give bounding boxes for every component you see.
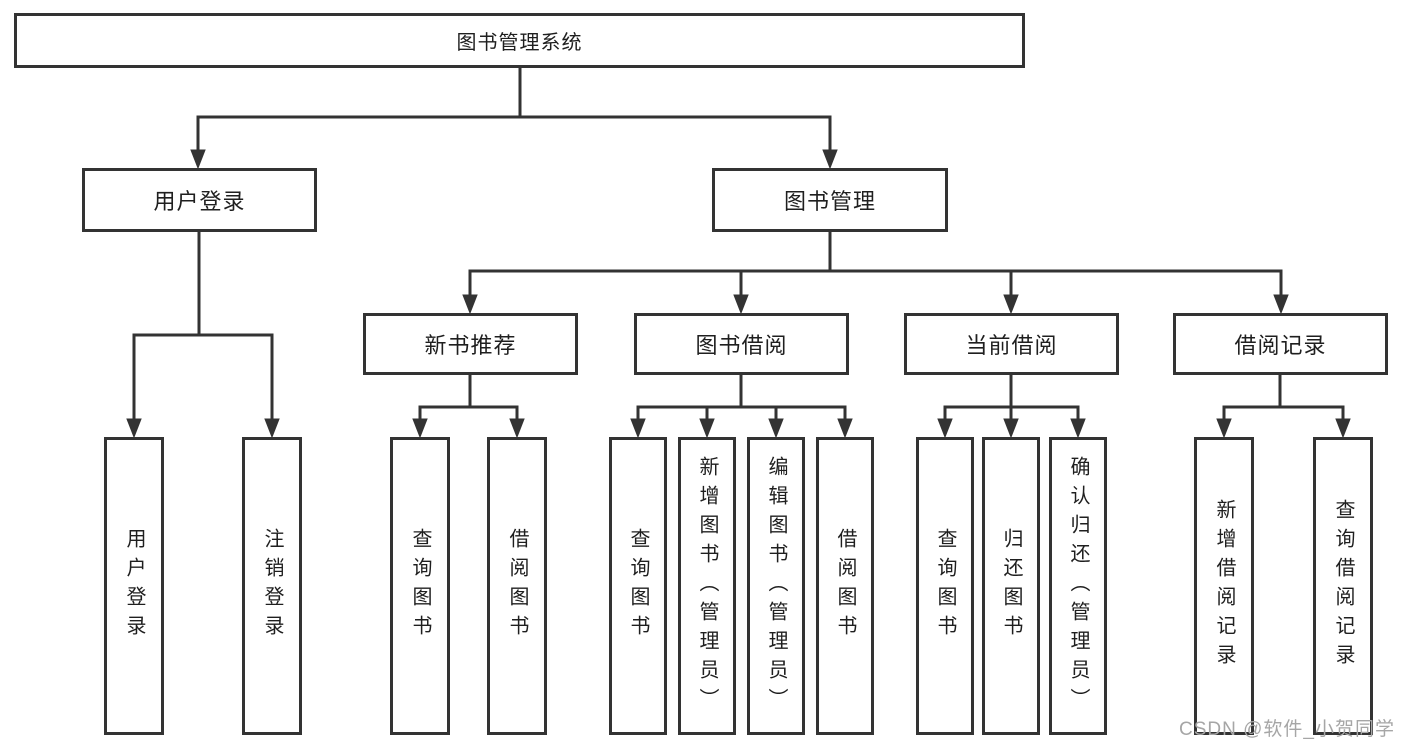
leaf-newbook-query-book: 查询图书 xyxy=(390,437,450,735)
arrowheads xyxy=(126,149,1351,439)
leaf-label: 查询借阅记录 xyxy=(1332,499,1354,673)
csdn-watermark: CSDN @软件_小贺同学 xyxy=(1179,719,1395,740)
leaf-label: 新增图书（管理员） xyxy=(696,455,718,717)
leaf-borrow-query-book: 查询图书 xyxy=(609,437,667,735)
leaf-return-book: 归还图书 xyxy=(982,437,1040,735)
node-new-book-recommend: 新书推荐 xyxy=(363,313,578,375)
leaf-label: 借阅图书 xyxy=(834,528,856,644)
leaf-logout: 注销登录 xyxy=(242,437,302,735)
leaf-current-query-book: 查询图书 xyxy=(916,437,974,735)
leaf-label: 查询图书 xyxy=(627,528,649,644)
leaf-label: 查询图书 xyxy=(934,528,956,644)
leaf-label: 注销登录 xyxy=(261,528,283,644)
node-user-login: 用户登录 xyxy=(82,168,317,232)
leaf-confirm-return-admin: 确认归还（管理员） xyxy=(1049,437,1107,735)
leaf-label: 编辑图书（管理员） xyxy=(765,455,787,717)
leaf-label: 用户登录 xyxy=(123,528,145,644)
leaf-label: 归还图书 xyxy=(1000,528,1022,644)
leaf-label: 确认归还（管理员） xyxy=(1067,455,1089,717)
leaf-add-borrow-record: 新增借阅记录 xyxy=(1194,437,1254,735)
node-current-borrow: 当前借阅 xyxy=(904,313,1119,375)
leaf-user-login: 用户登录 xyxy=(104,437,164,735)
node-book-borrow: 图书借阅 xyxy=(634,313,849,375)
leaf-label: 查询图书 xyxy=(409,528,431,644)
leaf-newbook-borrow-book: 借阅图书 xyxy=(487,437,547,735)
leaf-query-borrow-record: 查询借阅记录 xyxy=(1313,437,1373,735)
leaf-label: 借阅图书 xyxy=(506,528,528,644)
leaf-add-book-admin: 新增图书（管理员） xyxy=(678,437,736,735)
leaf-edit-book-admin: 编辑图书（管理员） xyxy=(747,437,805,735)
leaf-borrow-book: 借阅图书 xyxy=(816,437,874,735)
leaf-label: 新增借阅记录 xyxy=(1213,499,1235,673)
node-root: 图书管理系统 xyxy=(14,13,1025,68)
node-book-management: 图书管理 xyxy=(712,168,948,232)
node-borrow-record: 借阅记录 xyxy=(1173,313,1388,375)
